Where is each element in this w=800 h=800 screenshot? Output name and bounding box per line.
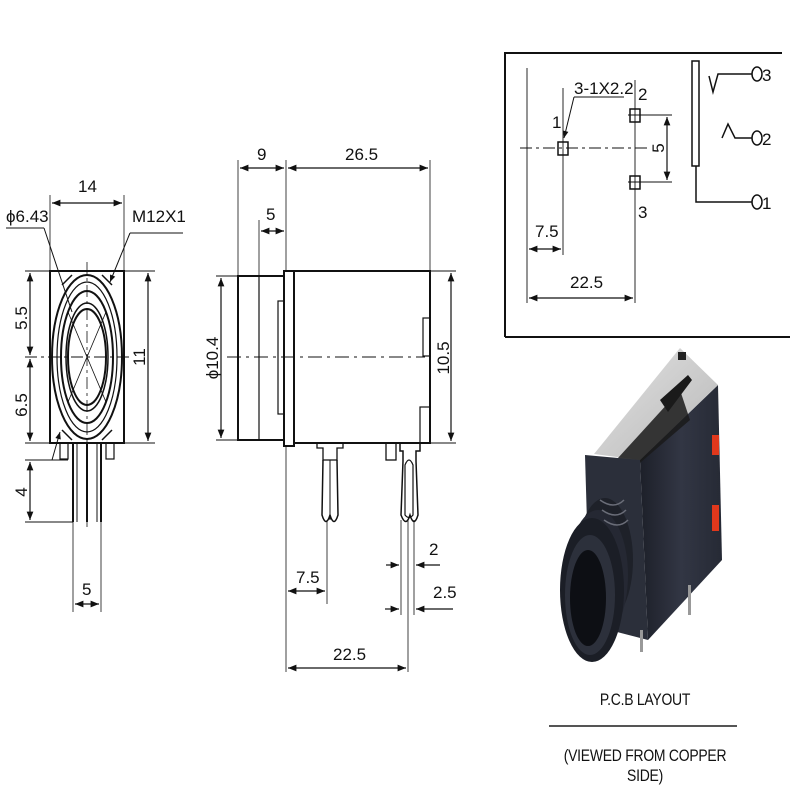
dim-pin-span: 22.5 <box>333 645 366 664</box>
caption-subtitle: (VIEWED FROM COPPER SIDE) <box>563 746 727 785</box>
dim-first-pin-offset: 7.5 <box>296 568 320 587</box>
caption-divider <box>549 725 737 727</box>
dim-nose-length: 9 <box>257 145 266 164</box>
caption-title: P.C.B LAYOUT <box>599 690 691 709</box>
dim-width-14: 14 <box>78 177 97 196</box>
pcb-layout-panel <box>504 52 790 338</box>
dim-lower-height: 6.5 <box>12 393 31 417</box>
front-view <box>6 195 183 612</box>
dim-offset-7-5: 7.5 <box>535 222 559 241</box>
pin-number-1: 1 <box>552 113 561 132</box>
jack-photo <box>560 348 722 662</box>
dim-nose-diameter: ϕ10.4 <box>203 337 222 380</box>
dim-pin-pitch: 5 <box>82 580 91 599</box>
dim-pin-spacing: 5 <box>649 143 668 152</box>
pin-number-3: 3 <box>638 203 647 222</box>
pcb-layout-labels: 3-1X2.2 1 2 3 5 7.5 22.5 3 2 1 <box>535 66 771 292</box>
dim-pin-slot: 2.5 <box>433 583 457 602</box>
schematic-pin-1: 1 <box>762 194 771 213</box>
dim-offset-22-5: 22.5 <box>570 273 603 292</box>
dim-upper-height: 5.5 <box>12 306 31 330</box>
hole-spec-label: 3-1X2.2 <box>574 79 634 98</box>
dim-pin-width: 2 <box>429 540 438 559</box>
dim-total-height: 11 <box>130 348 149 366</box>
schematic-pin-2: 2 <box>762 130 771 149</box>
dim-thread: M12X1 <box>132 207 186 226</box>
dim-pin-length: 4 <box>12 487 31 496</box>
schematic-pin-3: 3 <box>762 66 771 85</box>
dim-body-length: 26.5 <box>345 145 378 164</box>
pin-number-2: 2 <box>638 85 647 104</box>
side-view <box>216 160 456 672</box>
dim-bore-diameter: ϕ6.43 <box>6 207 49 226</box>
front-view-labels: 14 ϕ6.43 M12X1 5.5 6.5 11 4 5 <box>6 177 186 599</box>
dim-flange-offset: 5 <box>266 205 275 224</box>
dim-body-height: 10.5 <box>434 341 453 374</box>
side-view-labels: 9 26.5 5 ϕ10.4 10.5 7.5 2 2.5 22.5 <box>203 145 457 664</box>
